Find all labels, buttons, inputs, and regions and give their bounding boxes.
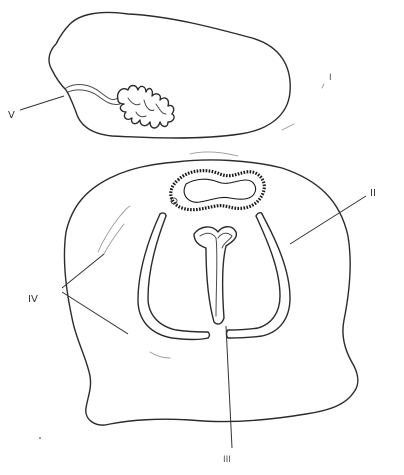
upper-tick-mark bbox=[282, 124, 294, 130]
lower-section bbox=[64, 152, 357, 425]
right-band-cap-top bbox=[256, 213, 262, 216]
label-iii: III bbox=[223, 455, 231, 465]
left-band-cap-top bbox=[160, 213, 166, 216]
upper-section bbox=[49, 12, 324, 138]
left-band-inner bbox=[148, 216, 208, 332]
left-band-outer bbox=[138, 214, 208, 340]
section-label-i: I bbox=[329, 73, 332, 83]
leader-line-iv-upper bbox=[62, 254, 104, 288]
label-iv: IV bbox=[28, 294, 38, 305]
upper-section-layer-2 bbox=[68, 90, 120, 105]
leader-line-iv-lower bbox=[62, 292, 128, 334]
stray-dot bbox=[39, 437, 41, 439]
central-y-structure bbox=[194, 227, 236, 324]
leader-line-ii bbox=[290, 196, 366, 244]
left-band-cap-bottom bbox=[208, 332, 210, 338]
section-i-tick bbox=[322, 84, 324, 88]
folded-structure bbox=[118, 86, 174, 129]
upper-section-outline bbox=[49, 12, 290, 138]
label-v: V bbox=[8, 110, 15, 121]
leader-line-v bbox=[20, 96, 64, 110]
label-ii: II bbox=[370, 188, 376, 199]
right-band-outer bbox=[228, 214, 290, 338]
dotted-cavity-wall bbox=[171, 171, 265, 210]
folded-structure-inner bbox=[128, 98, 166, 117]
faint-arc bbox=[190, 152, 238, 156]
faint-line-upper-left bbox=[98, 206, 130, 252]
leader-line-iii bbox=[226, 326, 232, 448]
faint-line-lower-left bbox=[150, 352, 170, 358]
faint-line-upper-left-2 bbox=[104, 224, 124, 254]
